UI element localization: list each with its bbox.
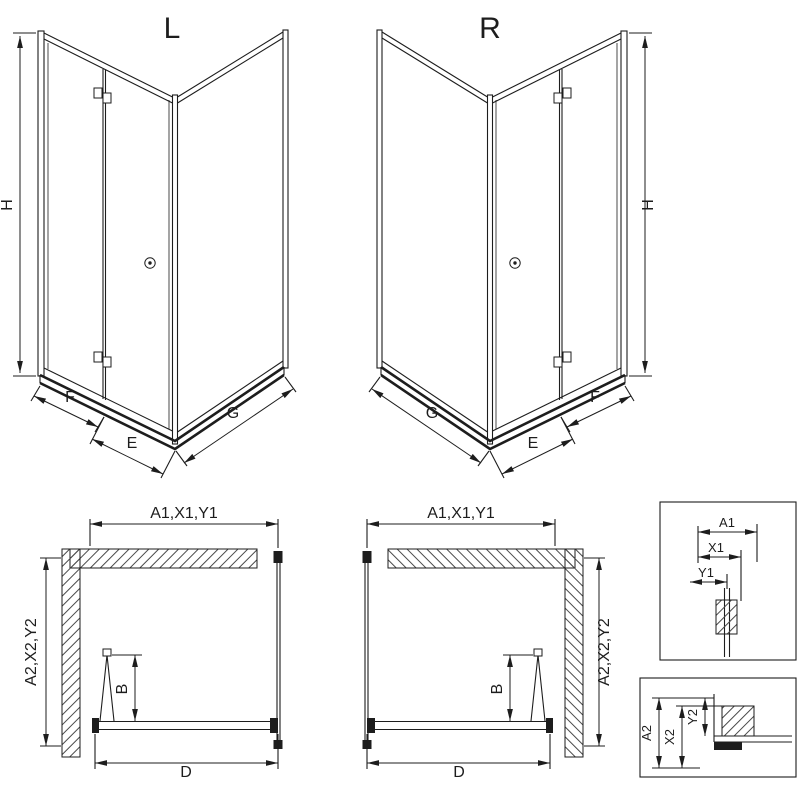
dim-label-h-left: H [0, 199, 16, 211]
plan-right-d-dim-label: D [453, 764, 465, 781]
iso-view-left: L H F E G [0, 12, 296, 478]
dim-label-e-left: E [127, 435, 138, 452]
detail-top-profile-section [715, 599, 738, 635]
detail-bottom-frame [639, 677, 797, 778]
plan-left-top-dim-label: A1,X1,Y1 [150, 505, 218, 522]
dim-label-h-right: H [640, 199, 657, 211]
detail-a1-label: A1 [719, 515, 735, 530]
detail-x1-label: X1 [708, 540, 724, 555]
detail-box-bottom: A2 X2 Y2 [639, 677, 797, 778]
dim-label-f-right: F [590, 389, 600, 406]
plan-left-d-dim-label: D [180, 764, 192, 781]
plan-right-b-dim-label: B [489, 684, 506, 695]
plan-left-side-dim-label: A2,X2,Y2 [23, 618, 40, 686]
plan-right-side-dim-label: A2,X2,Y2 [596, 618, 613, 686]
dim-label-g-right: G [426, 405, 438, 422]
detail-a2-label: A2 [639, 725, 654, 741]
detail-bottom-foot-profile [714, 742, 742, 750]
detail-box-top: A1 X1 Y1 [659, 501, 797, 661]
plan-right-top-dim-label: A1,X1,Y1 [427, 505, 495, 522]
variant-label-left: L [164, 12, 181, 45]
dim-label-e-right: E [528, 435, 539, 452]
plan-view-left: A1,X1,Y1 A2,X2,Y2 B D [23, 505, 283, 781]
detail-x2-label: X2 [662, 729, 677, 745]
detail-y1-label: Y1 [698, 565, 714, 580]
iso-view-right: R H F E G [369, 12, 657, 478]
variant-label-right: R [479, 12, 501, 45]
dim-label-g-left: G [227, 405, 239, 422]
dim-label-f-left: F [65, 389, 75, 406]
plan-view-right: A1,X1,Y1 A2,X2,Y2 B D [363, 505, 613, 781]
detail-top-frame [659, 501, 797, 661]
detail-bottom-profile-section [721, 705, 755, 737]
detail-y2-label: Y2 [685, 709, 700, 725]
plan-left-b-dim-label: B [114, 684, 131, 695]
